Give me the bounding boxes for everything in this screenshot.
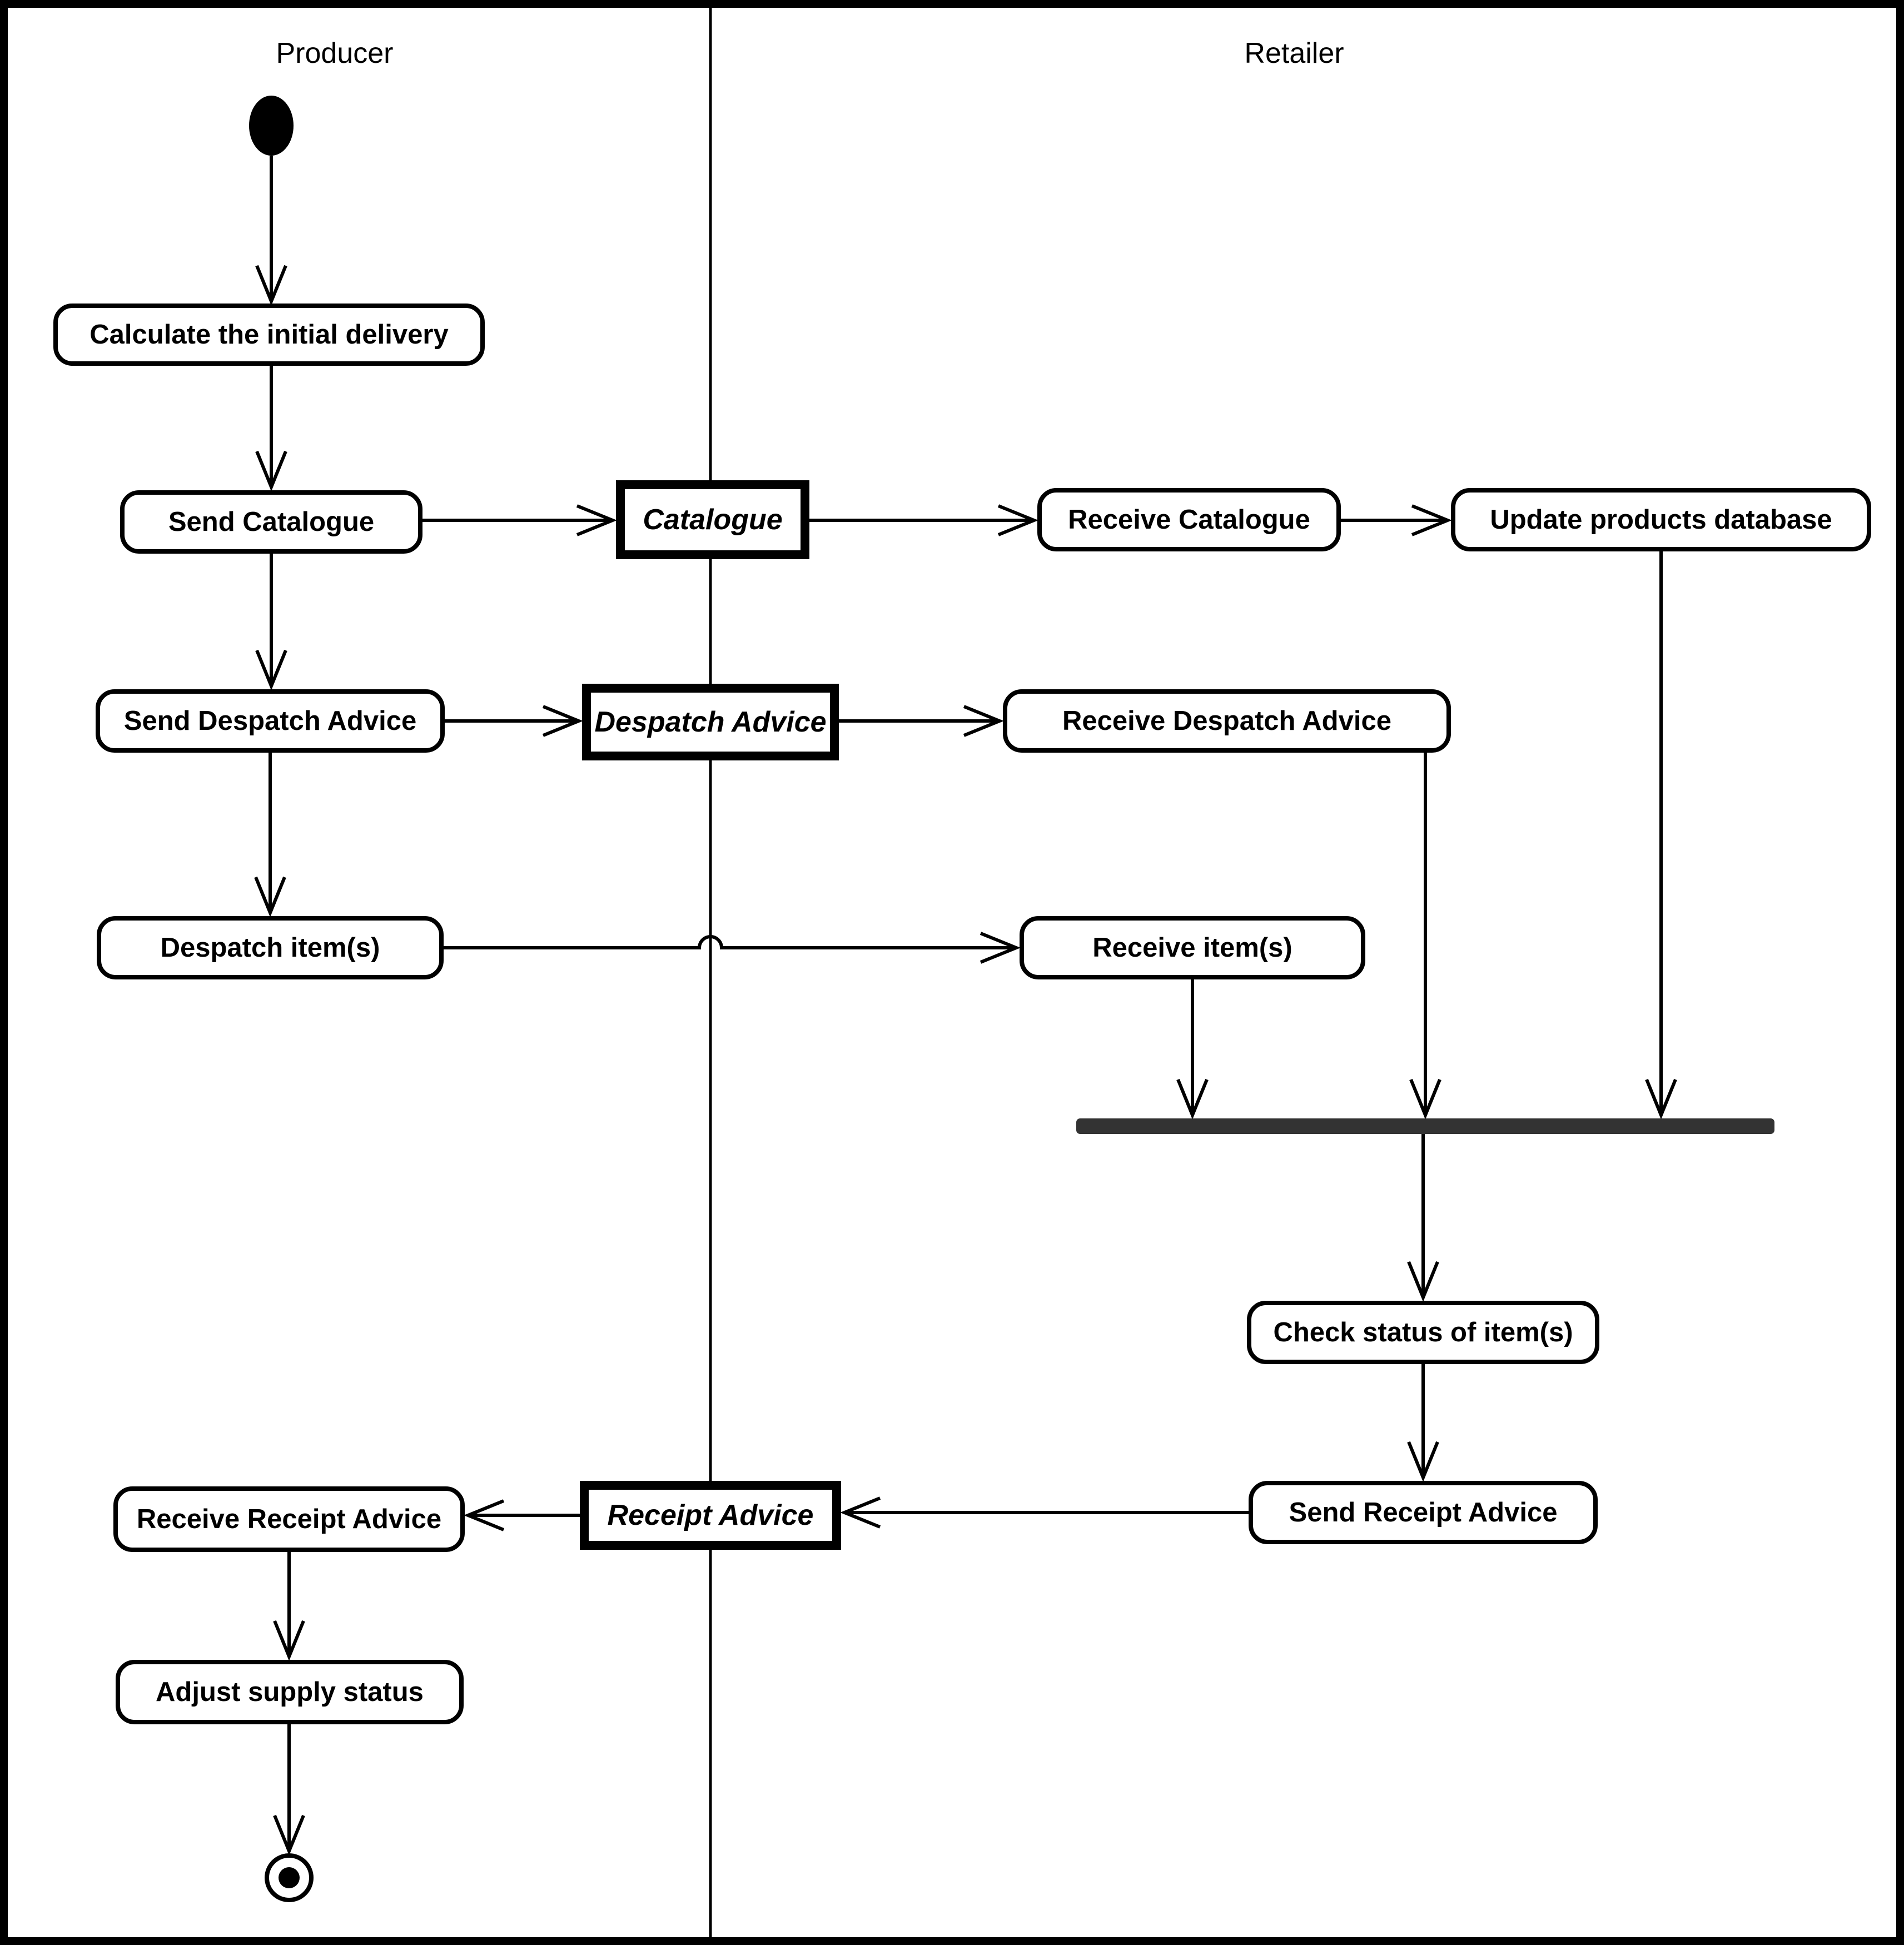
lane-header-producer: Producer [276,37,394,69]
activity-calculate-initial-delivery: Calculate the initial delivery [53,304,485,366]
activity-adjust-supply-status: Adjust supply status [116,1660,464,1724]
initial-node [249,96,294,156]
activity-check-status-items: Check status of item(s) [1247,1301,1599,1364]
object-node-receipt-advice: Receipt Advice [580,1481,841,1550]
activity-send-despatch-advice: Send Despatch Advice [96,689,445,753]
activity-send-receipt-advice: Send Receipt Advice [1249,1481,1598,1544]
activity-receive-despatch-advice: Receive Despatch Advice [1003,689,1451,753]
lane-header-retailer: Retailer [1244,37,1344,69]
activity-despatch-items: Despatch item(s) [97,916,444,979]
final-node-dot [279,1867,300,1888]
activity-send-catalogue: Send Catalogue [120,490,422,554]
join-bar [1076,1118,1774,1134]
activity-receive-catalogue: Receive Catalogue [1037,488,1341,551]
activity-receive-receipt-advice: Receive Receipt Advice [113,1486,465,1552]
object-node-catalogue: Catalogue [616,480,809,559]
activity-receive-items: Receive item(s) [1020,916,1365,979]
diagram-edges [249,8,1774,1937]
activity-update-products-database: Update products database [1451,488,1871,551]
object-node-despatch-advice: Despatch Advice [582,684,839,760]
edge-despatch-items-to-receive-items [444,932,1021,964]
